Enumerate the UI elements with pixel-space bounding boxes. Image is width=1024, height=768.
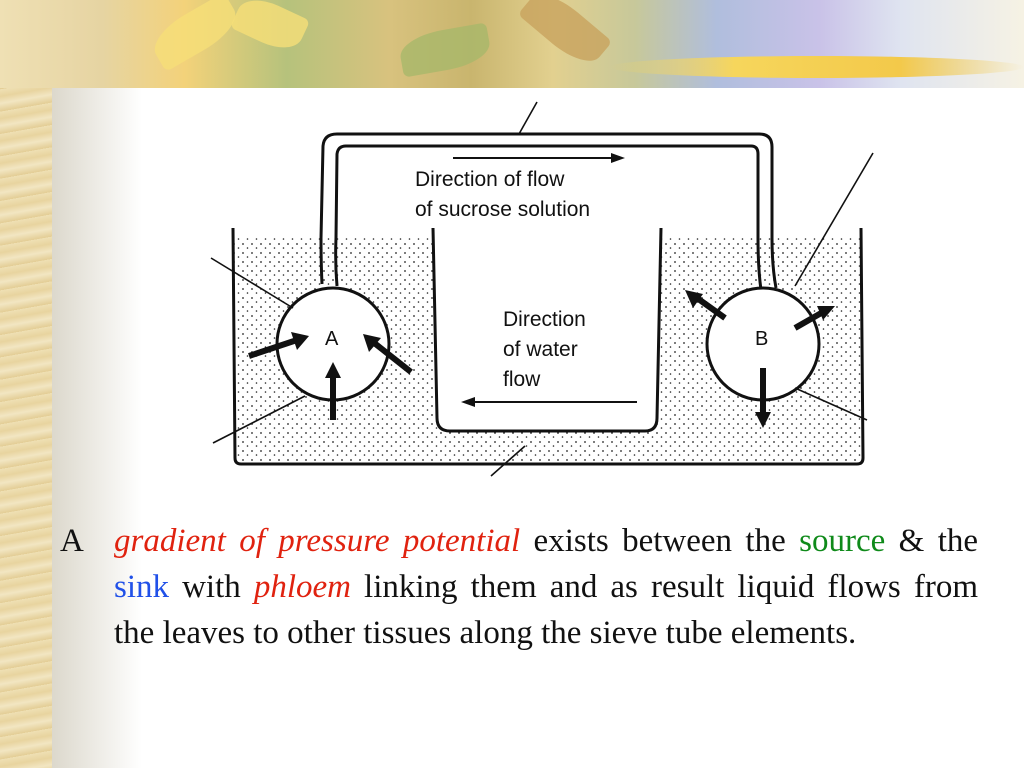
sucrose-flow-label-line1: Direction of flow (415, 168, 565, 191)
flow-arrows (453, 153, 637, 407)
source-word: source (799, 523, 886, 559)
water-in-arrows (248, 332, 413, 420)
water-flow-label-line2: of water (503, 338, 578, 361)
connecting-tube-inner (334, 144, 763, 291)
leaf-decoration (146, 0, 244, 72)
caption-segment: linking them and as result liquid flows … (114, 569, 978, 651)
caption-text: gradient of pressure potential exists be… (114, 518, 978, 656)
leaf-decoration (229, 0, 311, 57)
leaf-decoration (397, 22, 493, 78)
caption-segment: exists between the (520, 523, 800, 559)
osmosis-apparatus-diagram: A B Direction of flow of sucrose solutio (205, 98, 875, 483)
caption-segment: with (169, 569, 254, 605)
bulb-a-label: A (325, 328, 339, 350)
inner-container (431, 227, 663, 433)
tank-outline (231, 227, 865, 466)
leaf-decoration (517, 0, 613, 73)
golden-swoosh-decoration (610, 56, 1024, 78)
caption-bullet: A (60, 523, 84, 559)
water-region (233, 238, 863, 464)
water-flow-label-line1: Direction (503, 308, 586, 331)
phloem-word: phloem (253, 569, 351, 605)
bulb-b-label: B (755, 328, 768, 350)
sink-word: sink (114, 569, 170, 605)
water-out-arrows (685, 290, 835, 428)
left-fade (52, 88, 142, 768)
caption-paragraph: A gradient of pressure potential exists … (60, 518, 978, 656)
connecting-tube (319, 132, 778, 289)
decorative-left-strip (0, 0, 52, 768)
decorative-top-banner (0, 0, 1024, 88)
sucrose-flow-label-line2: of sucrose solution (415, 198, 590, 221)
pressure-gradient-phrase: gradient of pressure potential (114, 523, 521, 559)
pointer-lines (210, 101, 874, 477)
water-flow-label-line3: flow (503, 368, 541, 391)
caption-segment: & the (885, 523, 979, 559)
